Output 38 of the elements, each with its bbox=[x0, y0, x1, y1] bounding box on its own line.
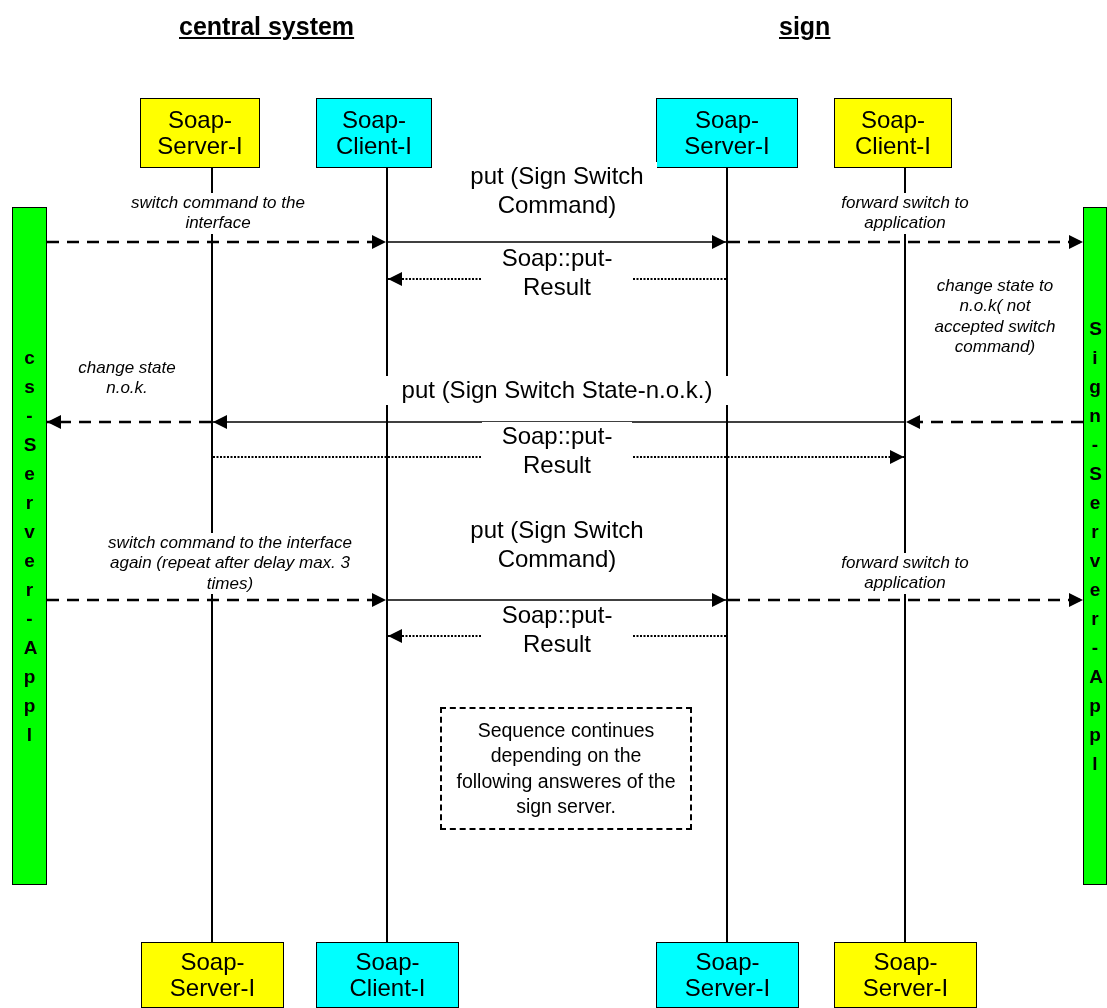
participant-box bbox=[140, 98, 260, 168]
participant-box bbox=[656, 98, 798, 168]
message-arrow bbox=[906, 415, 1083, 429]
node-label: Soap-Server-I bbox=[156, 106, 244, 160]
node-label: Soap-Server-I bbox=[683, 106, 771, 160]
node-label: Soap-Server-I bbox=[683, 948, 772, 1002]
node-label: Soap-Client-I bbox=[335, 106, 413, 160]
message-arrow bbox=[387, 235, 727, 249]
node-label: Soap-Client-I bbox=[854, 106, 932, 160]
node-label: Soap-Server-I bbox=[861, 948, 950, 1002]
participant-box bbox=[834, 98, 952, 168]
message-arrow bbox=[387, 593, 727, 607]
message-arrow bbox=[728, 593, 1083, 607]
vertical-label: Sign-Server-Appl bbox=[1089, 316, 1101, 777]
participant-box bbox=[656, 942, 799, 1008]
lifeline bbox=[726, 168, 728, 942]
message-arrow bbox=[728, 235, 1083, 249]
lifeline bbox=[386, 168, 388, 942]
column-heading: central system bbox=[179, 12, 355, 41]
participant-box bbox=[141, 942, 284, 1008]
node-label: Sequence continues depending on the following answeres of the sign server. bbox=[455, 717, 677, 819]
edge-label: change state to n.o.k( not accepted switch command) bbox=[934, 276, 1056, 358]
message-arrow bbox=[47, 593, 386, 607]
lifeline bbox=[211, 168, 213, 942]
note-box bbox=[440, 707, 692, 830]
message-arrow bbox=[47, 415, 211, 429]
participant-box bbox=[834, 942, 977, 1008]
node-label: Soap-Server-I bbox=[168, 948, 257, 1002]
application-bar bbox=[12, 207, 47, 885]
message-arrow bbox=[47, 235, 386, 249]
application-bar bbox=[1083, 207, 1107, 885]
lifeline bbox=[904, 168, 906, 942]
node-label: Soap-Client-I bbox=[348, 948, 427, 1002]
participant-box bbox=[316, 98, 432, 168]
vertical-label: cs-Server-Appl bbox=[23, 345, 36, 748]
participant-box bbox=[316, 942, 459, 1008]
column-heading: sign bbox=[779, 12, 831, 41]
message-arrow bbox=[212, 415, 905, 429]
